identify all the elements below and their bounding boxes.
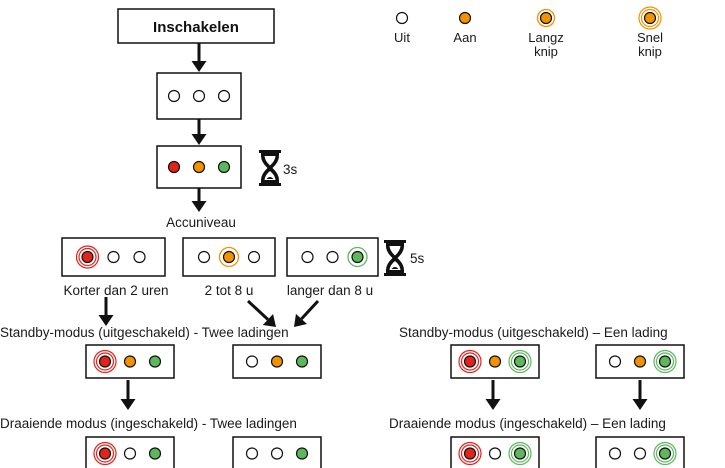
led-3 xyxy=(148,355,162,368)
led-panel-check xyxy=(156,145,242,189)
timer-3s: 3s xyxy=(259,150,298,186)
legend-label-off: Uit xyxy=(394,30,410,45)
standby-one-charge-label: Standby-modus (uitgeschakeld) – Een ladi… xyxy=(399,325,668,340)
led-3 xyxy=(347,246,368,268)
led-3 xyxy=(508,441,532,466)
legend-item-on: Aan xyxy=(453,11,477,45)
timer-3s-label: 3s xyxy=(283,162,298,177)
led-1 xyxy=(197,250,211,264)
led-3 xyxy=(133,250,146,264)
legend-label-slow-line2: knip xyxy=(534,44,558,59)
battery-level-short-label: Korter dan 2 uren xyxy=(63,283,168,298)
led-3 xyxy=(148,447,162,460)
timer-5s: 5s xyxy=(384,240,425,276)
led-2 xyxy=(270,447,284,460)
led-3 xyxy=(295,355,309,368)
arrow-5 xyxy=(246,299,276,327)
led-panel-standby-one-b xyxy=(595,344,685,379)
led-2 xyxy=(192,160,206,174)
running-two-charges-label: Draaiende modus (ingeschakeld) - Twee la… xyxy=(0,416,297,431)
led-panel-battery-short xyxy=(61,237,166,277)
arrow-4 xyxy=(98,297,114,326)
led-3 xyxy=(653,441,677,466)
led-2 xyxy=(218,246,240,268)
legend: Uit Aan Langz knip Snel knip xyxy=(394,6,663,59)
led-3 xyxy=(217,89,231,103)
led-panel-battery-mid xyxy=(182,237,276,277)
legend-label-fast-line1: Snel xyxy=(637,30,663,45)
led-2 xyxy=(633,447,647,460)
led-1 xyxy=(608,355,622,368)
led-1 xyxy=(93,441,117,466)
arrow-1 xyxy=(191,43,207,72)
arrow-7 xyxy=(120,380,136,410)
led-3 xyxy=(653,349,677,374)
led-panel-standby-two-b xyxy=(232,344,322,379)
led-2 xyxy=(488,355,502,368)
led-1 xyxy=(608,447,622,460)
flow-arrows xyxy=(98,43,648,410)
led-2 xyxy=(192,89,206,103)
led-panel-running-one-b xyxy=(595,436,685,468)
led-2 xyxy=(326,250,339,264)
legend-item-off: Uit xyxy=(394,11,410,45)
led-1 xyxy=(75,245,100,269)
led-1 xyxy=(167,89,181,103)
timer-5s-label: 5s xyxy=(410,251,425,266)
led-3 xyxy=(508,349,532,374)
standby-two-charges-label: Standby-modus (uitgeschakeld) - Twee lad… xyxy=(0,325,289,340)
led-panel-running-one-a xyxy=(450,436,540,468)
legend-label-slow-line1: Langz xyxy=(528,30,563,45)
led-1 xyxy=(458,349,482,374)
running-one-charge-label: Draaiende modus (ingeschakeld) – Een lad… xyxy=(389,416,666,431)
arrow-3 xyxy=(191,188,207,212)
legend-item-fast-blink: Snel knip xyxy=(637,6,663,59)
led-1 xyxy=(93,349,117,374)
led-1 xyxy=(245,447,259,460)
start-box-label: Inschakelen xyxy=(153,19,239,36)
battery-level-mid-label: 2 tot 8 u xyxy=(205,283,254,298)
led-1 xyxy=(167,160,181,174)
led-3 xyxy=(217,160,231,174)
led-1 xyxy=(301,250,314,264)
led-panel-running-two-b xyxy=(232,436,322,468)
led-panels xyxy=(61,72,685,468)
led-panel-running-two-a xyxy=(85,436,175,468)
led-2 xyxy=(123,355,137,368)
led-2 xyxy=(107,250,120,264)
battery-level-long-label: langer dan 8 u xyxy=(287,283,373,298)
led-2 xyxy=(270,355,284,368)
battery-level-label: Accuniveau xyxy=(166,215,236,230)
arrow-6 xyxy=(294,299,320,327)
start-box: Inschakelen xyxy=(117,8,275,44)
led-3 xyxy=(247,250,261,264)
hourglass-icon xyxy=(384,240,406,276)
hourglass-icon xyxy=(259,150,281,186)
led-2 xyxy=(123,447,137,460)
led-1 xyxy=(458,441,482,466)
led-panel-standby-one-a xyxy=(450,344,540,379)
legend-label-fast-line2: knip xyxy=(638,44,662,59)
legend-item-slow-blink: Langz knip xyxy=(528,8,564,59)
led-panel-initial xyxy=(156,72,242,120)
arrow-9 xyxy=(632,380,648,410)
led-3 xyxy=(295,447,309,460)
led-panel-battery-long xyxy=(286,237,379,277)
arrow-8 xyxy=(485,380,501,410)
led-panel-standby-two-a xyxy=(85,344,175,379)
led-1 xyxy=(245,355,259,368)
led-2 xyxy=(488,447,502,460)
arrow-2 xyxy=(191,119,207,145)
led-2 xyxy=(633,355,647,368)
legend-label-on: Aan xyxy=(453,30,476,45)
